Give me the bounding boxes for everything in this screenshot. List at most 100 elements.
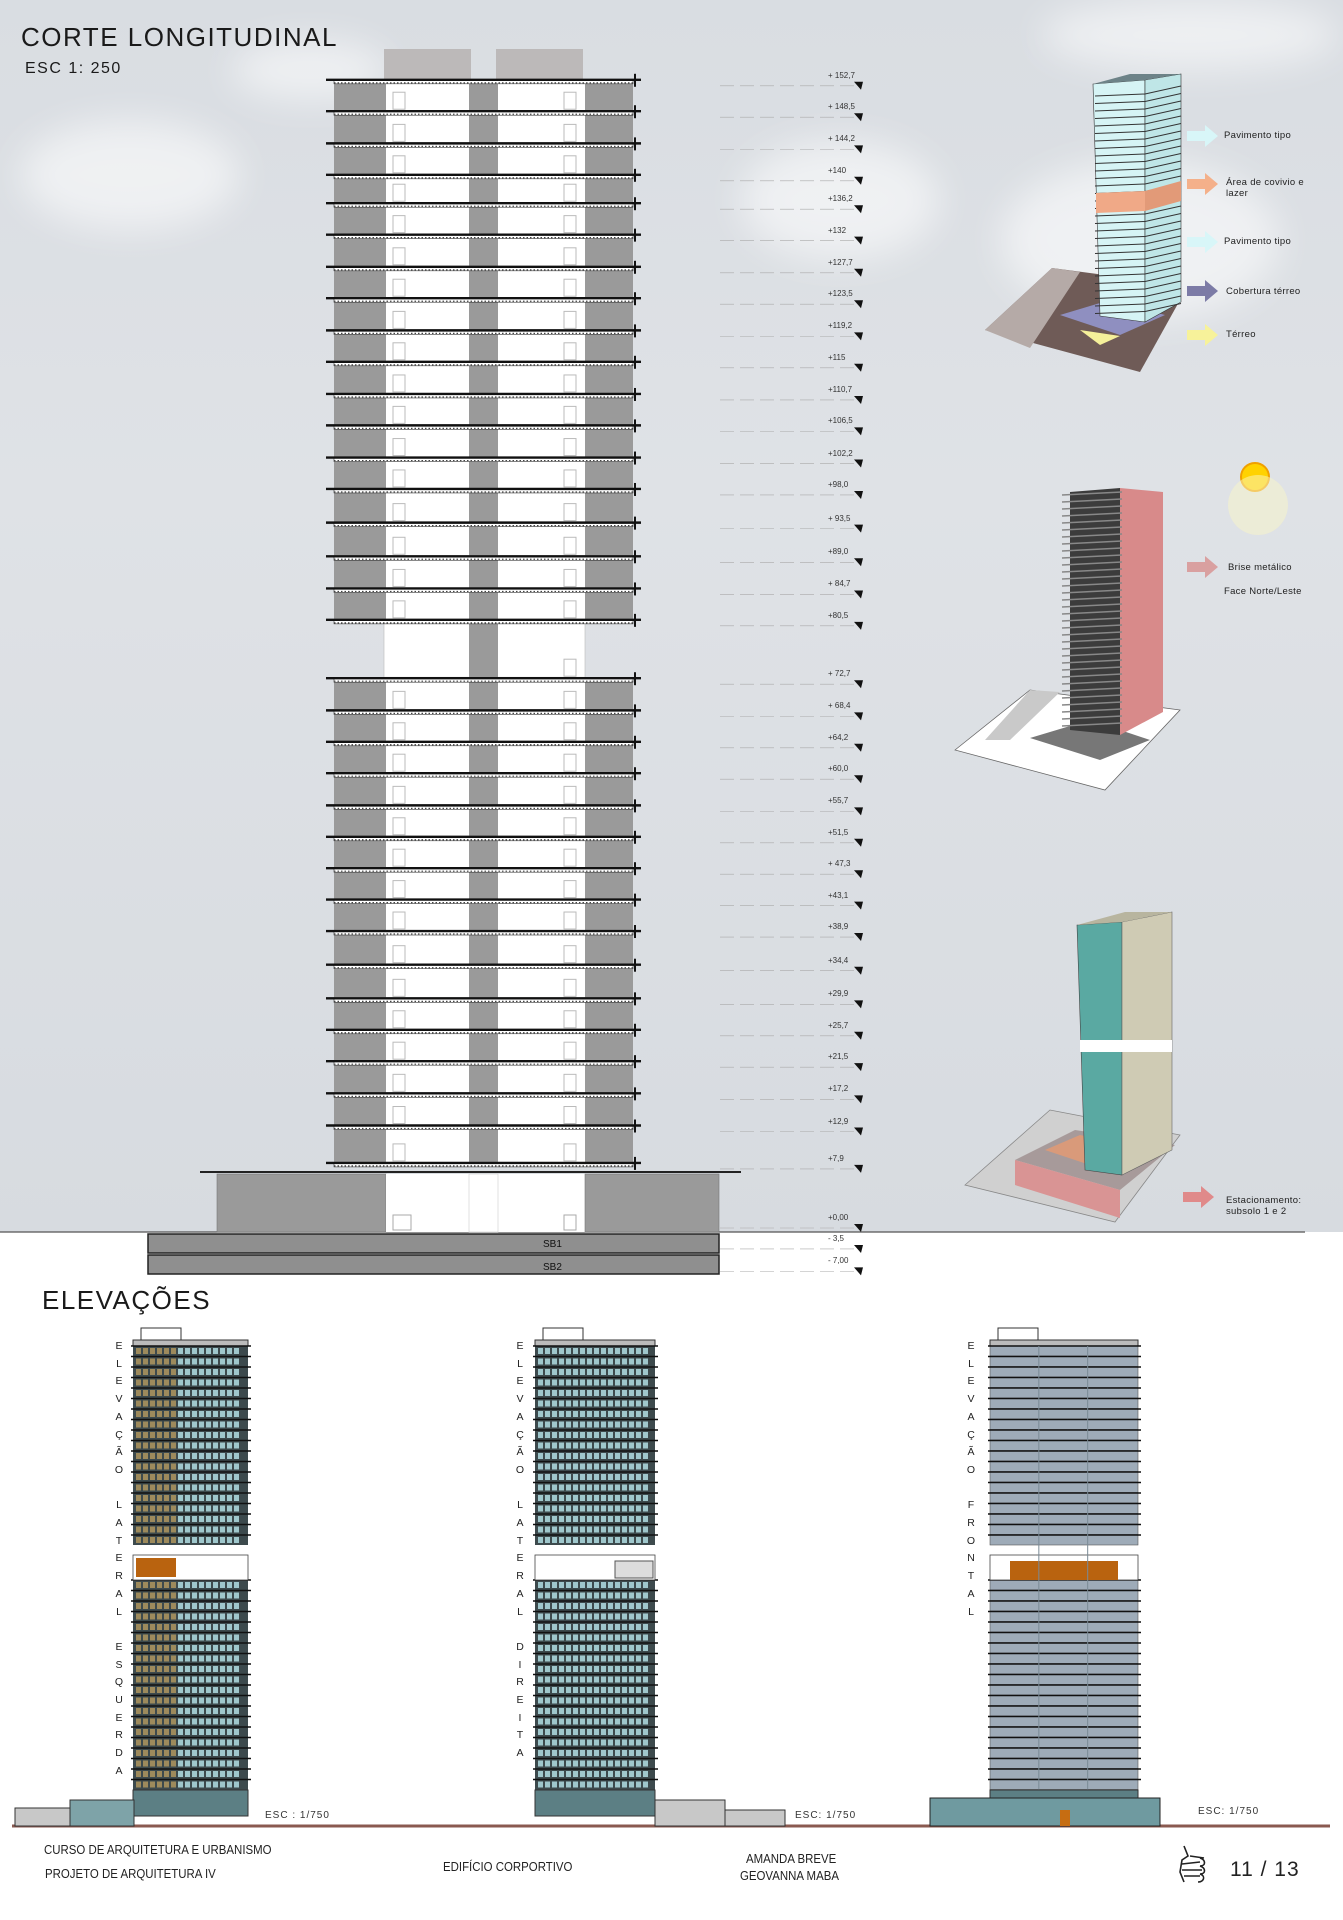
floor-office-left <box>386 713 469 741</box>
floor-office-left <box>386 1128 469 1162</box>
door-icon <box>392 342 406 361</box>
window-icon <box>573 1369 578 1375</box>
convivio-band <box>1145 181 1181 211</box>
window-icon <box>552 1582 557 1588</box>
window-icon <box>220 1537 225 1543</box>
brise-line <box>1144 130 1182 140</box>
window-icon <box>206 1463 211 1470</box>
window-icon <box>227 1390 232 1396</box>
floor-office-left <box>386 364 469 393</box>
window-icon <box>157 1505 162 1512</box>
window-icon <box>573 1666 578 1672</box>
window-icon <box>552 1348 557 1354</box>
window-icon <box>629 1484 634 1491</box>
window-icon <box>206 1603 211 1609</box>
window-icon <box>178 1739 183 1746</box>
window-icon <box>234 1369 239 1375</box>
window-icon <box>164 1495 169 1501</box>
window-icon <box>545 1718 550 1725</box>
window-icon <box>213 1708 218 1714</box>
brise-line <box>1061 708 1123 713</box>
floor-office-left <box>386 333 469 361</box>
window-icon <box>157 1411 162 1417</box>
window-icon <box>559 1348 564 1354</box>
window-icon <box>622 1729 627 1735</box>
floor-office-right <box>498 1128 585 1162</box>
window-icon <box>545 1666 550 1672</box>
window-icon <box>206 1781 211 1788</box>
window-icon <box>157 1634 162 1641</box>
window-icon <box>150 1453 155 1459</box>
window-icon <box>622 1369 627 1375</box>
door-icon <box>392 600 406 619</box>
window-icon <box>559 1421 564 1428</box>
door-icon <box>563 91 577 110</box>
window-icon <box>559 1400 564 1407</box>
window-icon <box>559 1442 564 1449</box>
window-icon <box>629 1495 634 1501</box>
window-icon <box>594 1484 599 1491</box>
window-icon <box>143 1390 148 1396</box>
window-icon <box>157 1624 162 1630</box>
facade-floor <box>133 1514 248 1524</box>
window-icon <box>615 1729 620 1735</box>
door-icon <box>392 123 406 142</box>
window-icon <box>559 1516 564 1522</box>
window-icon <box>594 1729 599 1735</box>
window-icon <box>636 1655 641 1662</box>
window-icon <box>171 1421 176 1428</box>
window-icon <box>192 1421 197 1428</box>
window-icon <box>601 1390 606 1396</box>
window-icon <box>143 1453 148 1459</box>
window-icon <box>608 1421 613 1428</box>
window-icon <box>608 1655 613 1662</box>
facade-floor <box>989 1590 1139 1601</box>
window-icon <box>136 1718 141 1725</box>
facade-floor <box>133 1601 248 1611</box>
floor-wall-right <box>585 177 633 203</box>
window-icon <box>185 1687 190 1693</box>
window-icon <box>622 1411 627 1417</box>
level-label: - 7,00 <box>828 1256 849 1266</box>
window-icon <box>636 1624 641 1630</box>
brise-line <box>1144 265 1182 275</box>
window-icon <box>580 1411 585 1417</box>
window-icon <box>213 1390 218 1396</box>
door-icon <box>392 536 406 555</box>
elevation-right-convivio-panel <box>614 1560 654 1579</box>
window-icon <box>580 1666 585 1672</box>
window-icon <box>566 1453 571 1459</box>
window-icon <box>601 1379 606 1386</box>
floor-office-left <box>386 559 469 588</box>
window-icon <box>185 1505 190 1512</box>
floor-wall-right <box>585 871 633 899</box>
floor-office-right <box>498 82 585 111</box>
window-icon <box>136 1771 141 1777</box>
university-logo-icon <box>1179 1845 1206 1883</box>
window-icon <box>594 1708 599 1714</box>
window-icon <box>629 1781 634 1788</box>
window-icon <box>587 1655 592 1662</box>
window-icon <box>573 1655 578 1662</box>
window-icon <box>227 1453 232 1459</box>
window-icon <box>150 1781 155 1788</box>
window-icon <box>608 1634 613 1641</box>
window-icon <box>171 1379 176 1386</box>
facade-floor <box>989 1387 1139 1399</box>
window-icon <box>220 1613 225 1620</box>
window-icon <box>629 1442 634 1449</box>
window-icon <box>206 1634 211 1641</box>
window-icon <box>206 1526 211 1533</box>
window-icon <box>157 1537 162 1543</box>
window-icon <box>143 1655 148 1662</box>
floor-office-right <box>498 237 585 266</box>
window-icon <box>622 1666 627 1672</box>
door-icon <box>563 945 577 964</box>
facade-floor <box>133 1632 248 1643</box>
legend-cobertura-terreo: Cobertura térreo <box>1226 286 1301 297</box>
window-icon <box>622 1358 627 1365</box>
window-icon <box>573 1613 578 1620</box>
window-icon <box>192 1603 197 1609</box>
window-icon <box>615 1442 620 1449</box>
door-icon <box>563 600 577 619</box>
